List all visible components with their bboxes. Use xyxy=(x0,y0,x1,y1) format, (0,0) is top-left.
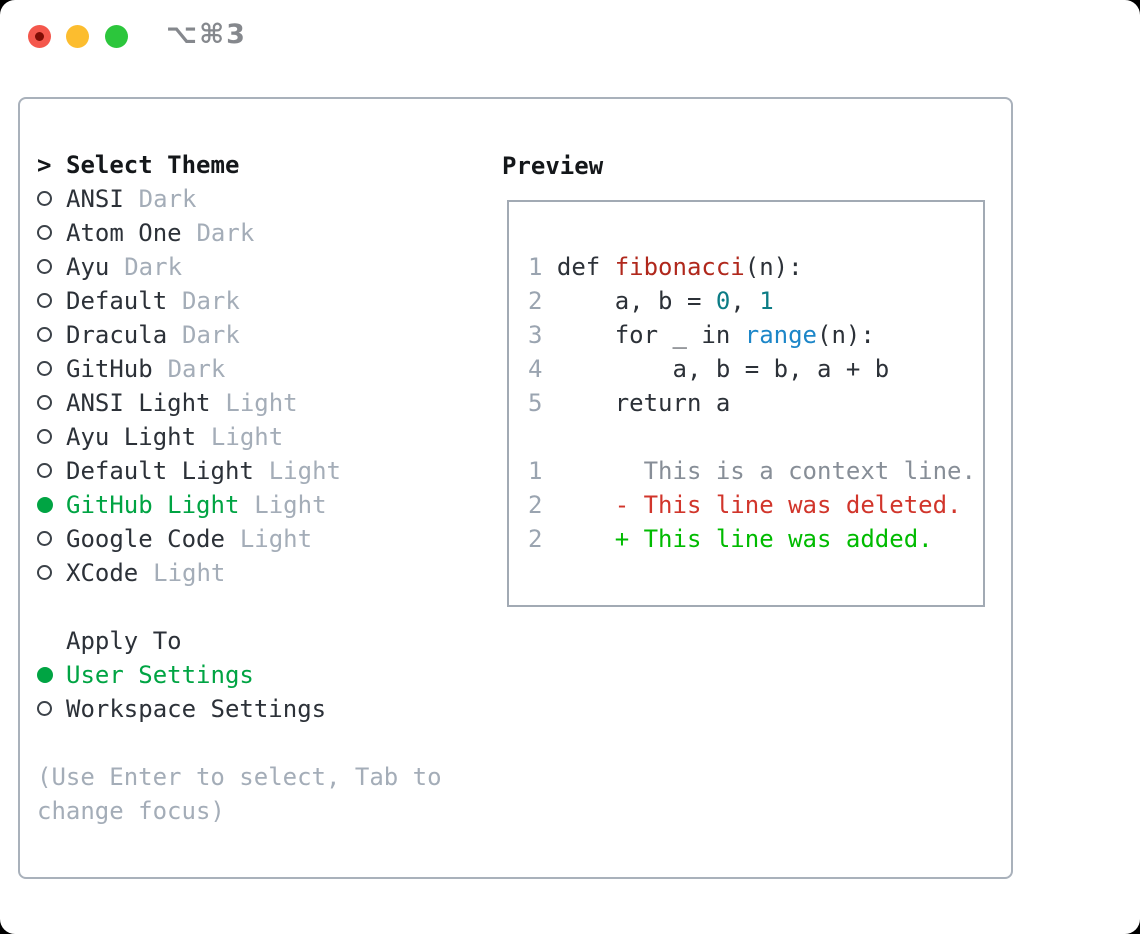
titlebar: ⌥⌘3 xyxy=(0,0,1140,75)
radio-unselected-icon[interactable] xyxy=(37,284,66,318)
radio-unselected-icon[interactable] xyxy=(37,420,66,454)
option-label: Default Light xyxy=(66,457,254,485)
option-variant-label: Light xyxy=(268,457,341,485)
option-variant-label: Light xyxy=(153,559,226,587)
option-label: Atom One xyxy=(66,219,182,247)
option-variant-label: Dark xyxy=(167,355,226,383)
option-variant-label: Light xyxy=(210,423,284,451)
window-title: ⌥⌘3 xyxy=(166,19,247,50)
radio-selected-icon[interactable] xyxy=(37,658,66,692)
close-button-icon[interactable] xyxy=(28,25,51,48)
theme-option[interactable]: Ayu Dark xyxy=(37,250,477,284)
select-theme-title: Select Theme xyxy=(66,151,240,179)
radio-unselected-icon[interactable] xyxy=(37,692,66,726)
minimize-button-icon[interactable] xyxy=(66,25,89,48)
option-label: ANSI xyxy=(66,185,124,213)
help-text: (Use Enter to select, Tab to change focu… xyxy=(37,763,442,825)
option-label: Ayu Light xyxy=(66,423,197,451)
radio-unselected-icon[interactable] xyxy=(37,216,66,250)
radio-unselected-icon[interactable] xyxy=(37,454,66,488)
radio-unselected-icon[interactable] xyxy=(37,182,66,216)
option-label: User Settings xyxy=(66,661,254,689)
theme-option[interactable]: ANSI Light Light xyxy=(37,386,477,420)
code-preview: 1 def fibonacci(n): 2 a, b = 0, 1 3 for … xyxy=(528,253,976,553)
option-variant-label: Dark xyxy=(182,287,240,315)
theme-option[interactable]: Ayu Light Light xyxy=(37,420,477,454)
apply-to-title: Apply To xyxy=(66,627,182,655)
option-label: Ayu xyxy=(66,253,110,281)
theme-option[interactable]: Default Light Light xyxy=(37,454,477,488)
theme-option[interactable]: Atom One Dark xyxy=(37,216,477,250)
spacer xyxy=(37,726,477,760)
apply-to-option[interactable]: User Settings xyxy=(37,658,477,692)
option-variant-label: Dark xyxy=(138,185,197,213)
zoom-button-icon[interactable] xyxy=(105,25,128,48)
spacer xyxy=(37,590,477,624)
radio-selected-icon[interactable] xyxy=(37,488,66,522)
radio-unselected-icon[interactable] xyxy=(37,522,66,556)
option-variant-label: Light xyxy=(254,491,327,519)
option-label: GitHub Light xyxy=(66,491,240,519)
radio-unselected-icon[interactable] xyxy=(37,556,66,590)
theme-option[interactable]: GitHub Dark xyxy=(37,352,477,386)
theme-option[interactable]: Dracula Dark xyxy=(37,318,477,352)
option-variant-label: Light xyxy=(225,389,298,417)
cursor-gutter: > xyxy=(37,148,66,182)
option-label: Workspace Settings xyxy=(66,695,327,723)
radio-unselected-icon[interactable] xyxy=(37,352,66,386)
apply-to-header: Apply To xyxy=(37,624,477,658)
theme-option[interactable]: ANSI Dark xyxy=(37,182,477,216)
theme-option[interactable]: Default Dark xyxy=(37,284,477,318)
theme-option[interactable]: XCode Light xyxy=(37,556,477,590)
option-label: Dracula xyxy=(66,321,168,349)
option-variant-label: Dark xyxy=(182,321,240,349)
option-variant-label: Dark xyxy=(196,219,255,247)
option-label: GitHub xyxy=(66,355,153,383)
select-theme-header: > Select Theme xyxy=(37,148,477,182)
empty-gutter xyxy=(37,624,66,658)
option-variant-label: Light xyxy=(239,525,313,553)
theme-option[interactable]: GitHub Light Light xyxy=(37,488,477,522)
radio-unselected-icon[interactable] xyxy=(37,318,66,352)
radio-unselected-icon[interactable] xyxy=(37,250,66,284)
option-label: ANSI Light xyxy=(66,389,211,417)
apply-to-option[interactable]: Workspace Settings xyxy=(37,692,477,726)
option-label: XCode xyxy=(66,559,139,587)
preview-title: Preview xyxy=(502,152,604,180)
option-label: Google Code xyxy=(66,525,225,553)
option-label: Default xyxy=(66,287,168,315)
cursor-icon: > xyxy=(37,151,52,179)
preview-pane: 1 def fibonacci(n): 2 a, b = 0, 1 3 for … xyxy=(507,200,985,607)
theme-option[interactable]: Google Code Light xyxy=(37,522,477,556)
radio-unselected-icon[interactable] xyxy=(37,386,66,420)
option-variant-label: Dark xyxy=(124,253,183,281)
